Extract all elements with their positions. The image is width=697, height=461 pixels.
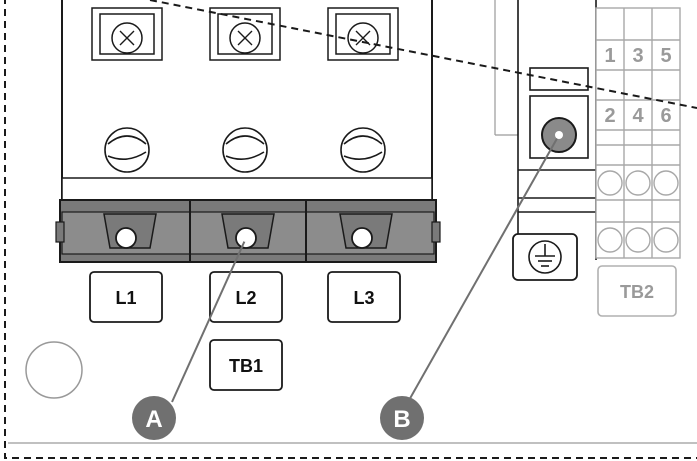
tb1-mid-terminals bbox=[104, 127, 386, 173]
tb2-terminal-1: 1 bbox=[604, 45, 615, 67]
ground-icon bbox=[528, 240, 562, 274]
tb2-terminal-4: 4 bbox=[632, 105, 644, 127]
screw-icon bbox=[111, 22, 379, 54]
detail-outline bbox=[4, 0, 697, 459]
ground-symbol-box bbox=[512, 233, 578, 281]
callout-leaders bbox=[171, 134, 560, 403]
tb2-label-box bbox=[597, 265, 677, 317]
terminal-label-l2: L2 bbox=[235, 288, 256, 308]
terminal-block-tb1 bbox=[55, 0, 441, 263]
tb2-bottom-numbers: 2 4 6 bbox=[604, 105, 671, 127]
callout-b-dot bbox=[555, 131, 563, 139]
tb2-label: TB2 bbox=[620, 282, 654, 302]
callout-a-marker bbox=[132, 396, 176, 440]
tb2-top-numbers: 1 3 5 bbox=[604, 45, 671, 67]
mounting-hole bbox=[25, 341, 83, 399]
tb2-terminal-6: 6 bbox=[660, 105, 671, 127]
terminal-block-tb2 bbox=[595, 7, 681, 259]
tb1-label: TB1 bbox=[229, 356, 263, 376]
terminal-label-l3: L3 bbox=[353, 288, 374, 308]
callout-a-label: A bbox=[145, 406, 162, 433]
tb2-terminal-2: 2 bbox=[604, 105, 615, 127]
callout-b-marker bbox=[380, 396, 424, 440]
tb2-terminal-3: 3 bbox=[632, 45, 643, 67]
terminal-label-l1: L1 bbox=[115, 288, 136, 308]
tb2-terminal-5: 5 bbox=[660, 45, 671, 67]
callout-a-dot bbox=[242, 234, 250, 242]
callout-b-label: B bbox=[393, 406, 410, 433]
tb1-label-boxes bbox=[89, 271, 401, 391]
